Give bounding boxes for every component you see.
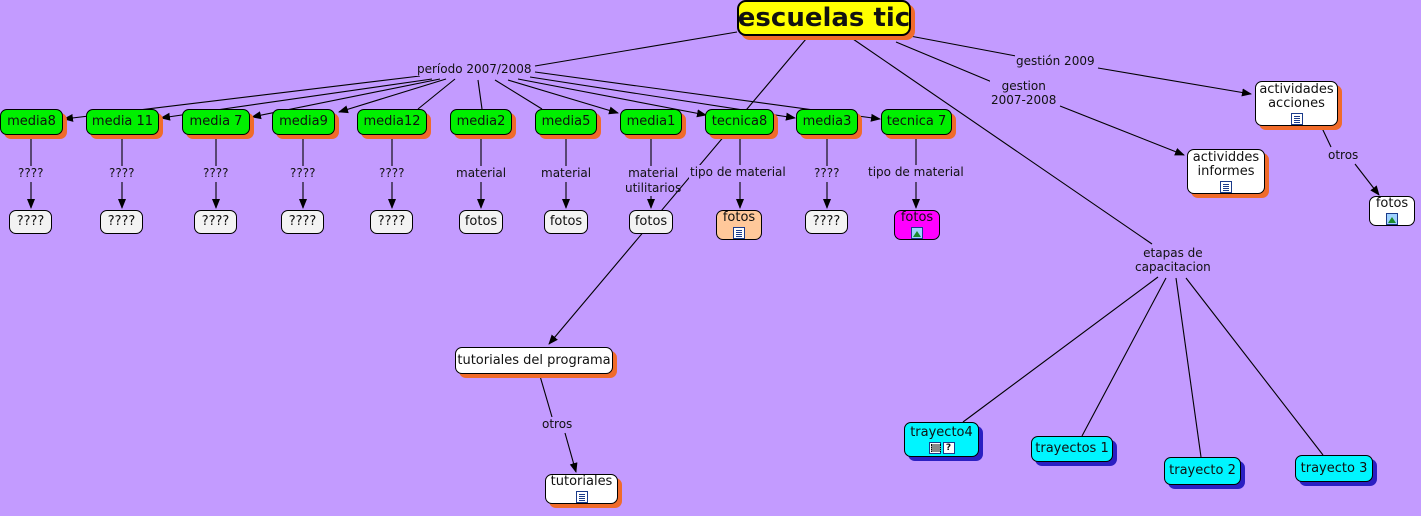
- node-media9[interactable]: media9: [272, 109, 335, 135]
- link-label-q2: ????: [108, 166, 136, 180]
- link-label-periodo: período 2007/2008: [416, 62, 533, 76]
- video-icon[interactable]: [928, 441, 941, 454]
- node-trayectos1[interactable]: trayectos 1: [1031, 436, 1113, 462]
- document-icon[interactable]: [1290, 112, 1303, 125]
- node-label: actividades acciones: [1259, 81, 1334, 111]
- node-label: ????: [201, 214, 230, 229]
- node-label: trayecto 3: [1300, 460, 1368, 476]
- node-unknown-media3[interactable]: ????: [805, 210, 848, 234]
- node-label: media9: [279, 114, 328, 129]
- link-label-material-utilitarios: material utilitarios: [625, 166, 682, 195]
- node-label: trayecto 2: [1169, 463, 1236, 478]
- link-label-q3: ????: [202, 166, 230, 180]
- node-label: ????: [16, 214, 45, 229]
- link-label-q6: ????: [813, 166, 841, 180]
- node-media2[interactable]: media2: [450, 109, 512, 135]
- node-trayecto3[interactable]: trayecto 3: [1295, 455, 1373, 482]
- node-label: actividdes informes: [1192, 149, 1260, 179]
- document-icon[interactable]: [575, 491, 588, 503]
- node-actividdes-informes[interactable]: actividdes informes: [1187, 149, 1265, 194]
- root-node-escuelas-tic[interactable]: escuelas tic: [737, 0, 911, 36]
- link-label-q4: ????: [289, 166, 317, 180]
- node-unknown-media8[interactable]: ????: [9, 210, 52, 234]
- node-label: media2: [456, 114, 506, 129]
- node-label: ????: [288, 214, 317, 229]
- image-icon[interactable]: [1386, 213, 1398, 225]
- node-tecnica7[interactable]: tecnica 7: [881, 109, 952, 135]
- node-unknown-media12[interactable]: ????: [370, 210, 413, 234]
- node-label: media12: [363, 114, 421, 129]
- node-fotos-tecnica7[interactable]: fotos: [894, 210, 940, 240]
- link-label-material-media2: material: [455, 166, 508, 180]
- node-fotos-media1[interactable]: fotos: [629, 210, 673, 234]
- node-label: fotos: [722, 210, 756, 225]
- root-label: escuelas tic: [737, 3, 911, 33]
- node-label: ????: [812, 214, 841, 229]
- link-label-tipo-material-tecnica7: tipo de material: [867, 165, 965, 179]
- node-tutoriales[interactable]: tutoriales: [545, 474, 618, 504]
- link-label-etapas: etapas de capacitacion: [1134, 246, 1212, 274]
- help-icon[interactable]: ?: [942, 441, 955, 454]
- image-icon[interactable]: [911, 227, 923, 239]
- node-actividades-acciones[interactable]: actividades acciones: [1255, 81, 1338, 126]
- node-unknown-media7[interactable]: ????: [194, 210, 237, 234]
- node-media8[interactable]: media8: [0, 109, 63, 135]
- node-tutoriales-del-programa[interactable]: tutoriales del programa: [455, 347, 613, 374]
- node-label: media3: [802, 114, 852, 129]
- node-label: trayectos 1: [1035, 441, 1109, 456]
- node-media12[interactable]: media12: [357, 109, 427, 135]
- node-media11[interactable]: media 11: [86, 109, 159, 135]
- node-label: fotos: [549, 214, 583, 229]
- node-trayecto4[interactable]: trayecto4?: [904, 422, 979, 457]
- node-label: tecnica8: [711, 114, 768, 129]
- node-fotos-actividades[interactable]: fotos: [1369, 196, 1415, 226]
- node-label: fotos: [634, 214, 668, 229]
- node-label: media 7: [189, 114, 243, 129]
- node-label: tutoriales: [550, 474, 613, 489]
- link-label-otros-actividades: otros: [1327, 148, 1360, 162]
- node-fotos-tecnica8[interactable]: fotos: [716, 210, 762, 240]
- link-label-material-media5: material: [540, 166, 593, 180]
- link-label-otros-tutoriales: otros: [541, 417, 574, 431]
- node-fotos-media5[interactable]: fotos: [544, 210, 588, 234]
- node-unknown-media9[interactable]: ????: [281, 210, 324, 234]
- node-label: tutoriales del programa: [457, 352, 611, 368]
- link-label-q5: ????: [378, 166, 406, 180]
- node-label: fotos: [464, 214, 498, 229]
- link-label-tipo-material-tecnica8: tipo de material: [689, 165, 787, 179]
- node-trayecto2[interactable]: trayecto 2: [1164, 457, 1241, 485]
- node-media7[interactable]: media 7: [182, 109, 250, 135]
- node-media1[interactable]: media1: [620, 109, 682, 135]
- node-label: media8: [7, 114, 56, 129]
- node-label: fotos: [1375, 196, 1409, 211]
- node-label: tecnica 7: [886, 114, 947, 129]
- node-label: ????: [377, 214, 406, 229]
- link-label-gestion-2009: gestión 2009: [1015, 54, 1096, 68]
- link-label-gestion-2007-2008: gestion 2007-2008: [990, 79, 1058, 107]
- node-fotos-media2[interactable]: fotos: [459, 210, 503, 234]
- node-media5[interactable]: media5: [535, 109, 597, 135]
- node-media3[interactable]: media3: [796, 109, 858, 135]
- node-unknown-media11[interactable]: ????: [100, 210, 143, 234]
- node-label: fotos: [900, 210, 934, 225]
- document-icon[interactable]: [1220, 180, 1232, 193]
- node-label: ????: [107, 214, 136, 229]
- link-label-q1: ????: [17, 166, 45, 180]
- node-label: media1: [626, 114, 676, 129]
- node-label: media 11: [91, 114, 154, 129]
- node-label: trayecto4: [910, 424, 973, 440]
- node-label: media5: [541, 114, 591, 129]
- document-icon[interactable]: [733, 227, 745, 239]
- node-tecnica8[interactable]: tecnica8: [705, 109, 774, 135]
